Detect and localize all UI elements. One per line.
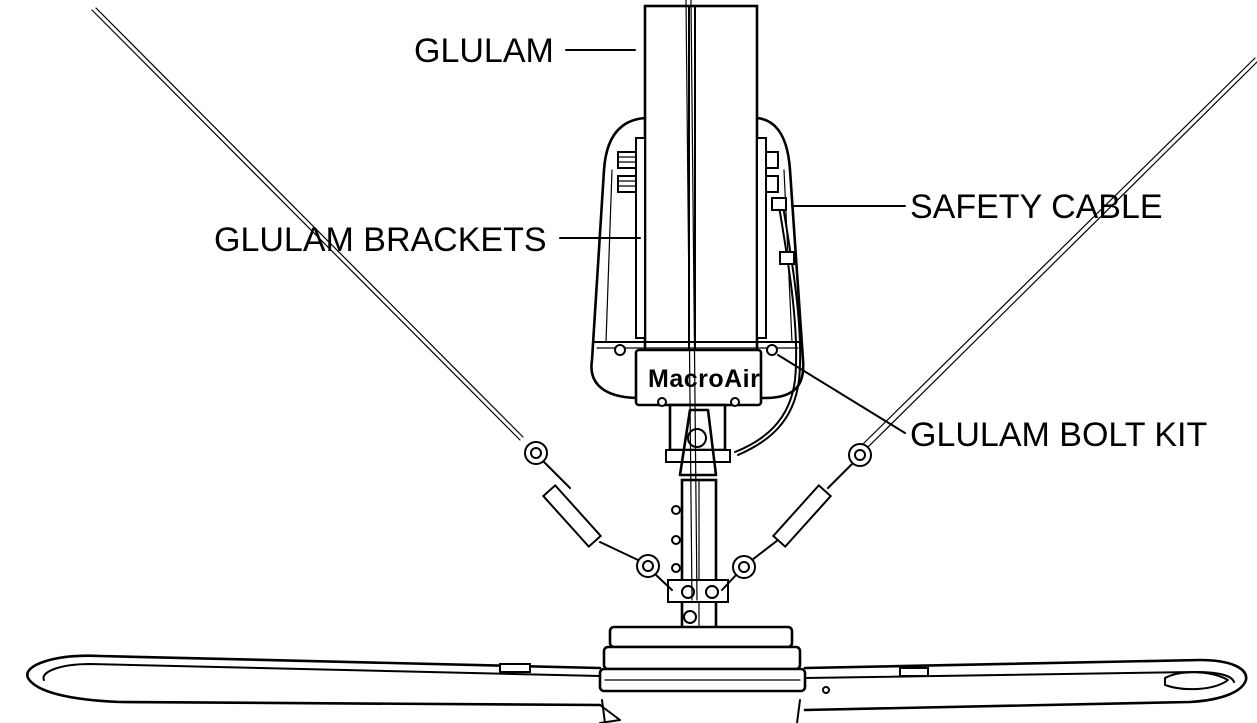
safety-cable — [734, 197, 802, 456]
label-glulam-bolt-kit: GLULAM BOLT KIT — [910, 416, 1207, 454]
bracket-bolts-left — [617, 151, 637, 193]
label-safety-cable: SAFETY CABLE — [910, 188, 1163, 226]
leader-glulam-bolt-kit — [777, 354, 906, 434]
turnbuckle-right — [721, 443, 872, 591]
fan-blade-left — [26, 654, 621, 723]
label-glulam: GLULAM — [414, 32, 554, 70]
fan-blade-right — [803, 658, 1248, 712]
bracket-bolts-right — [765, 151, 779, 193]
center-cable — [685, 0, 698, 601]
brand-logo: MacroAir — [648, 365, 760, 393]
turnbuckle-left — [524, 441, 673, 591]
bolt-kit-plate — [614, 344, 778, 407]
label-glulam-brackets: GLULAM BRACKETS — [214, 221, 547, 259]
guy-wire-right — [861, 57, 1257, 450]
motor-hub — [598, 625, 807, 723]
guy-wire-left — [91, 7, 524, 441]
downrod — [665, 403, 731, 632]
glulam-beam — [643, 4, 759, 353]
